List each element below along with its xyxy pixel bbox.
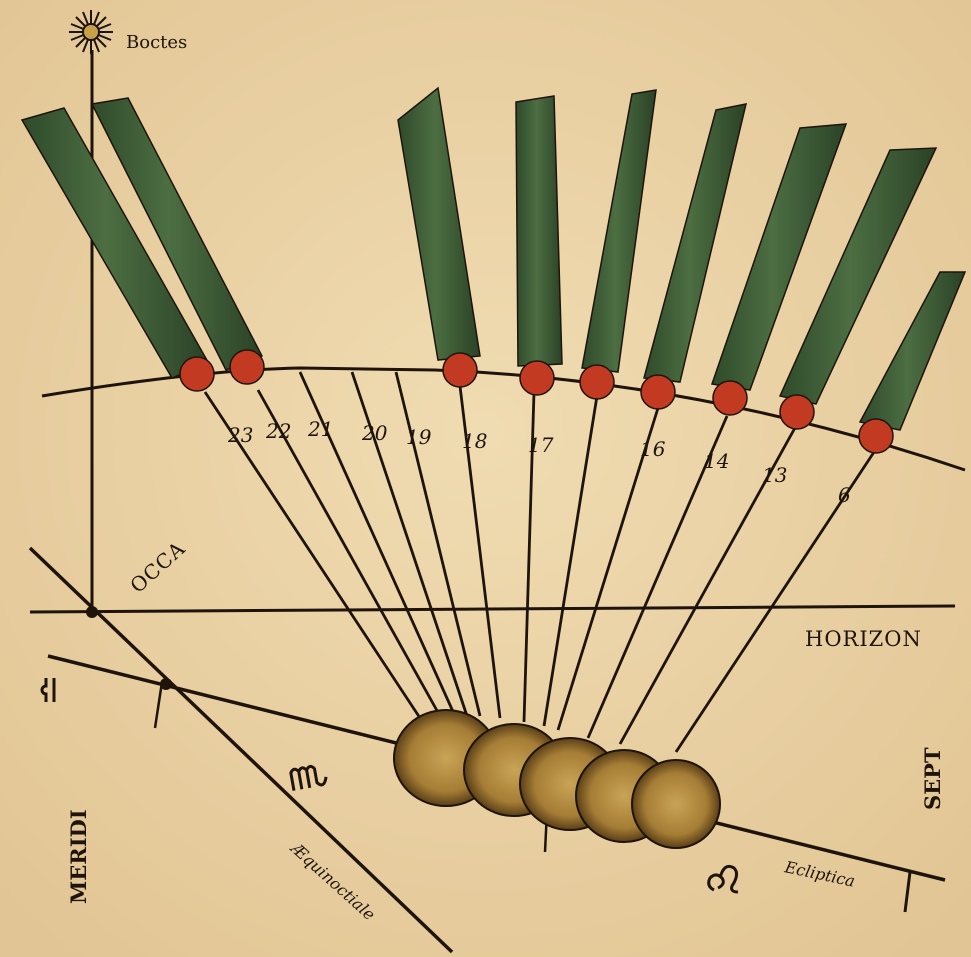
- comet-head: [641, 375, 675, 409]
- bootes-label: Boctes: [126, 32, 187, 53]
- day-label: 19: [406, 425, 432, 449]
- horizon-intersection-dot: [86, 606, 98, 618]
- comet-head: [780, 395, 814, 429]
- comet-head: [520, 361, 554, 395]
- septentrio-label: SEPT: [920, 747, 945, 810]
- comet-head: [859, 419, 893, 453]
- comet-head: [180, 357, 214, 391]
- day-label: 22: [265, 419, 291, 443]
- comet-head: [580, 365, 614, 399]
- day-label: 14: [704, 449, 729, 473]
- horizon-label: HORIZON: [805, 627, 922, 651]
- comet-tail: [516, 96, 562, 366]
- day-label: 17: [528, 433, 554, 457]
- day-label: 23: [227, 423, 253, 447]
- sun-icon: [632, 760, 720, 848]
- day-label: 21: [307, 417, 333, 441]
- day-label: 16: [640, 437, 666, 461]
- day-label: 20: [361, 421, 388, 445]
- comet-head: [443, 353, 477, 387]
- day-label: 6: [838, 483, 851, 507]
- comet-head: [230, 350, 264, 384]
- day-label: 13: [762, 463, 787, 487]
- meridies-label: MERIDI: [66, 809, 91, 904]
- day-label: 18: [462, 429, 487, 453]
- comet-head: [713, 381, 747, 415]
- equator-intersection-dot: [160, 678, 172, 690]
